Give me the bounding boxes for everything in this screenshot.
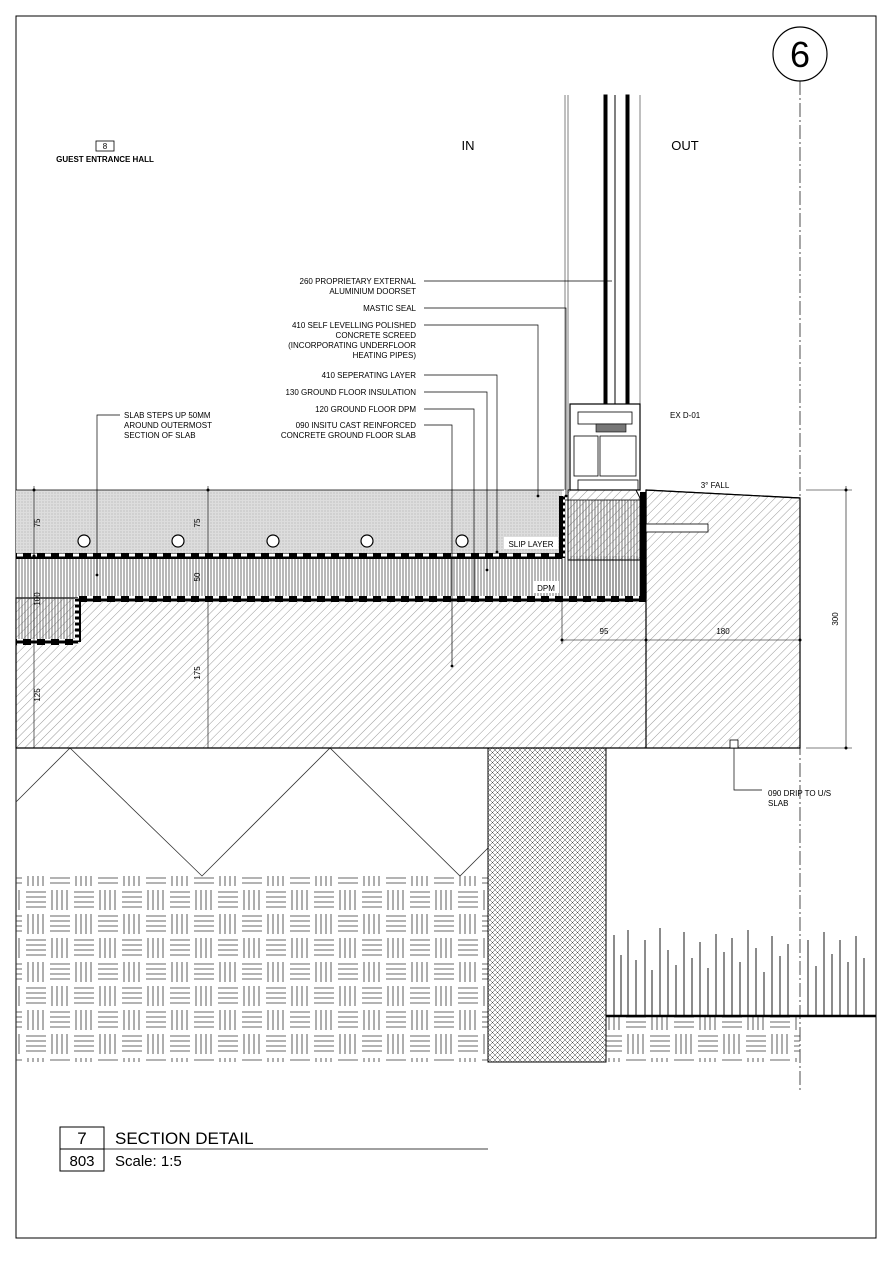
separating-layer <box>16 553 562 559</box>
foundation-wall <box>487 747 607 1063</box>
drip-note-line1: 090 DRIP TO U/S <box>768 789 831 798</box>
label-out: OUT <box>671 138 699 153</box>
callout-slab-line2: CONCRETE GROUND FLOOR SLAB <box>281 431 416 440</box>
dim-screed-mid: 75 <box>193 518 202 527</box>
dpm-step-bottom <box>16 639 78 645</box>
callout-mastic-seal: MASTIC SEAL <box>363 304 416 313</box>
dim-slab-mid: 175 <box>193 666 202 680</box>
dim-screed-left: 75 <box>33 518 42 527</box>
edge-insulation-step <box>16 556 78 642</box>
dpm-membrane <box>78 596 646 602</box>
callout-doorset-line2: ALUMINIUM DOORSET <box>329 287 416 296</box>
detail-title: SECTION DETAIL <box>115 1129 254 1148</box>
hardcore-zigzag <box>15 747 489 877</box>
callout-screed-line1: 410 SELF LEVELLING POLISHED <box>292 321 416 330</box>
callout-separating-layer: 410 SEPERATING LAYER <box>322 371 417 380</box>
dimension-lines <box>33 486 852 749</box>
leader-lines <box>96 280 762 791</box>
room-number: 8 <box>103 142 108 151</box>
dpm-label: DPM <box>537 584 555 593</box>
dim-nosing: 180 <box>716 627 730 636</box>
ground-soil-left <box>16 876 488 1062</box>
dim-seal-offset: 95 <box>600 627 609 636</box>
door-frame <box>564 94 641 491</box>
callout-screed-line4: HEATING PIPES) <box>353 351 417 360</box>
callout-slab-line1: 090 INSITU CAST REINFORCED <box>296 421 417 430</box>
dpm-upstand <box>559 496 565 558</box>
grass-marks <box>613 928 865 1016</box>
underfloor-heating-pipes <box>77 534 469 548</box>
callout-dpm: 120 GROUND FLOOR DPM <box>315 405 416 414</box>
callout-doorset-line1: 260 PROPRIETARY EXTERNAL <box>300 277 417 286</box>
sheet-number: 6 <box>790 34 810 75</box>
threshold-fixing <box>645 523 709 533</box>
sheet-number-bubble: 6 <box>772 26 828 82</box>
dim-overall: 300 <box>831 612 840 626</box>
floor-insulation <box>78 556 646 598</box>
callout-screed-line3: (INCORPORATING UNDERFLOOR <box>288 341 416 350</box>
room-tag: 8 GUEST ENTRANCE HALL <box>56 140 154 164</box>
drawing-number: 803 <box>69 1153 94 1170</box>
drip-note-line2: SLAB <box>768 799 788 808</box>
dim-slab-left: 125 <box>33 688 42 702</box>
slab-note-line2: AROUND OUTERMOST <box>124 421 212 430</box>
fall-note: 3° FALL <box>701 481 730 490</box>
room-name: GUEST ENTRANCE HALL <box>56 155 154 164</box>
polished-screed <box>16 490 562 556</box>
drip-groove <box>729 739 739 749</box>
title-block: 7 803 SECTION DETAIL Scale: 1:5 <box>59 1126 488 1172</box>
dpm-step-vertical <box>75 598 81 642</box>
slip-layer-label: SLIP LAYER <box>508 540 553 549</box>
dpm-outer-upstand <box>640 492 646 596</box>
dim-step: 100 <box>33 592 42 606</box>
detail-number: 7 <box>77 1129 86 1148</box>
dim-insulation: 50 <box>193 572 202 581</box>
threshold-plate <box>567 489 641 561</box>
ground-soil-right <box>606 1016 800 1062</box>
callout-screed-line2: CONCRETE SCREED <box>336 331 417 340</box>
slab-note-line3: SECTION OF SLAB <box>124 431 196 440</box>
label-in: IN <box>462 138 475 153</box>
slab-note-line1: SLAB STEPS UP 50MM <box>124 411 211 420</box>
door-reference: EX D-01 <box>670 411 701 420</box>
detail-scale: Scale: 1:5 <box>115 1153 182 1170</box>
callout-insulation: 130 GROUND FLOOR INSULATION <box>285 388 416 397</box>
